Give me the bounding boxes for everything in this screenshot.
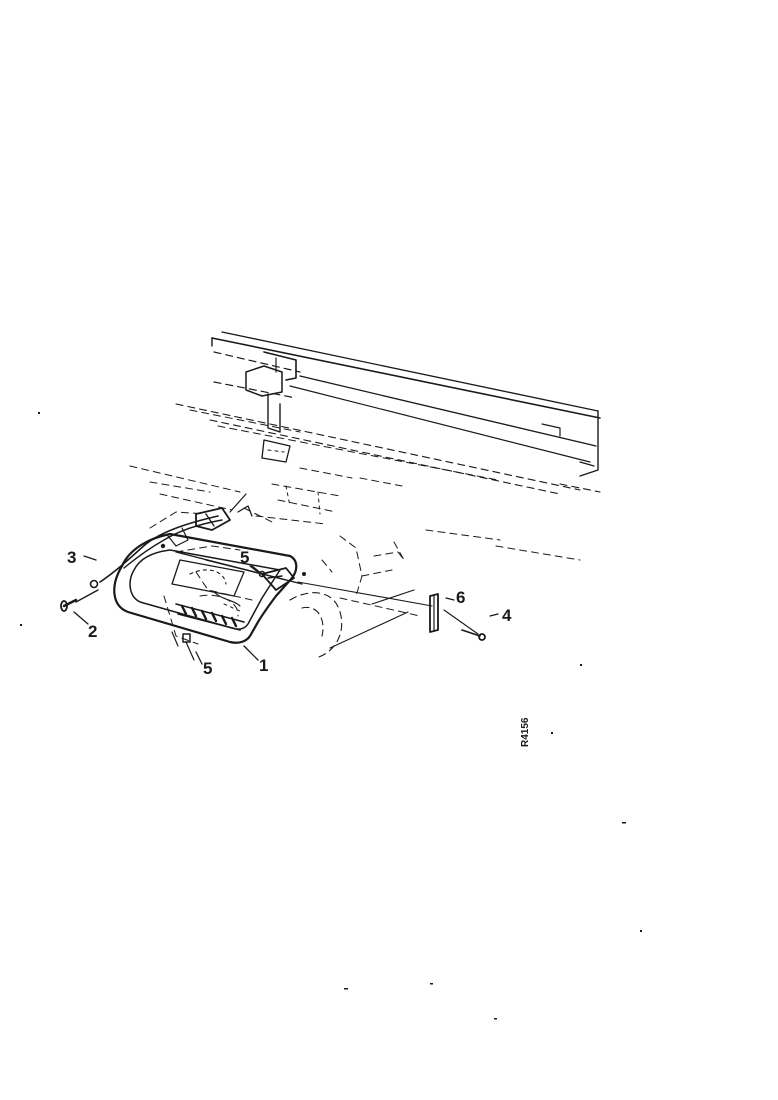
callout-3: 3 (67, 548, 76, 567)
callout-1: 1 (259, 656, 268, 675)
part-2-screw (60, 589, 99, 612)
part-5-fasteners (171, 565, 306, 661)
callout-labels: 1 2 3 4 5 5 6 (67, 548, 512, 678)
callout-6: 6 (456, 588, 465, 607)
part-4-screw-and-6-clip (297, 581, 486, 641)
part-3-harness (89, 493, 253, 589)
scan-specks (20, 412, 642, 1020)
figure-code: R4156 (520, 717, 531, 747)
callout-5-lower: 5 (203, 659, 212, 678)
callout-5-upper: 5 (240, 548, 249, 567)
callout-leaders (73, 555, 499, 665)
callout-4: 4 (502, 606, 512, 625)
part-1-lamp-panel (113, 532, 303, 644)
vehicle-rear-outline (129, 331, 601, 659)
callout-2: 2 (88, 622, 97, 641)
